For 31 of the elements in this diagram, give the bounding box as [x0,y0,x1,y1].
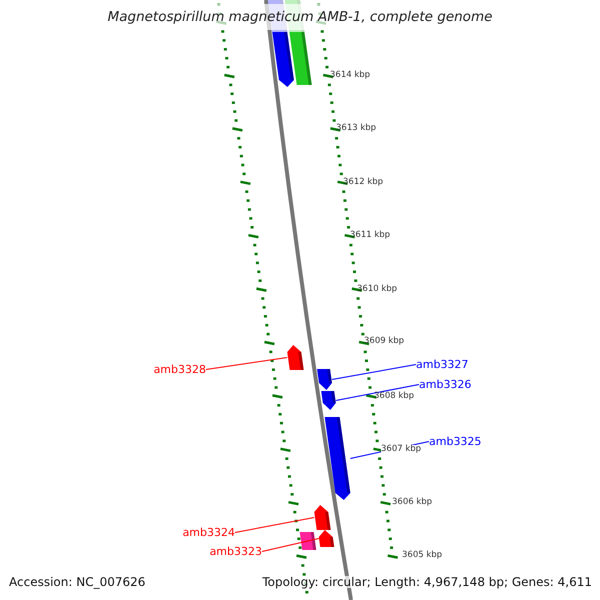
tick-label: 3606 kbp [392,498,432,506]
accession-text: Accession: NC_007626 [9,576,146,588]
tick-label: 3611 kbp [350,231,390,240]
gene-feature [321,391,336,410]
tick-label: 3610 kbp [357,285,398,294]
title: Magnetospirillum magneticum AMB-1, complete genome [106,11,494,24]
gene-label: amb3323 [210,546,262,557]
gene-label: amb3326 [419,379,472,390]
genome-info-text: Topology: circular; Length: 4,967,148 bp; Genes: 4,611 [262,576,592,588]
gene-feature [324,417,350,500]
leader-line [262,538,320,552]
gene-label: amb3324 [182,527,235,538]
gene-label: amb3327 [416,359,468,370]
tick-label: 3608 kbp [374,392,414,400]
gene-feature [287,345,304,370]
tick-label: 3614 kbp [330,71,370,80]
gene-label: amb3328 [154,364,206,375]
leader-line [332,364,416,380]
leader-line [234,517,315,533]
tick-label: 3613 kbp [336,124,376,132]
tick-label: 3607 kbp [381,445,422,454]
tick-label: 3605 kbp [402,551,442,560]
gene-label: amb3325 [429,436,482,447]
leader-line [335,384,420,401]
gene-feature [314,505,331,530]
leader-line [206,357,288,370]
tick-label: 3612 kbp [343,178,384,186]
gene-feature [317,369,332,390]
tick-label: 3609 kbp [364,337,404,346]
gene-feature [300,532,316,550]
gene-feature [318,530,334,547]
